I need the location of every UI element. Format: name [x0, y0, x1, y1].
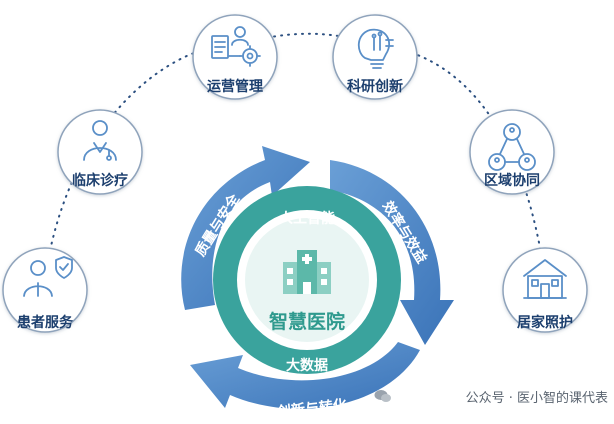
house-icon [523, 259, 567, 299]
cycle-arrow-left [181, 146, 310, 310]
inner-ring [213, 186, 401, 374]
node-circle-region [469, 109, 555, 195]
node-label-home: 居家照护 [517, 315, 573, 331]
hospital-icon [283, 250, 331, 294]
node-circle-research [332, 14, 418, 100]
node-circle-patient [2, 247, 88, 333]
node-label-research: 科研创新 [347, 79, 403, 95]
dotted-connector [44, 32, 546, 279]
cycle-arrow-right [330, 160, 454, 345]
cycle-arrow-bottom [190, 342, 420, 409]
node-circle-home [502, 247, 588, 333]
ring-label-bottom: 大数据 [286, 358, 328, 374]
network-people-icon [488, 123, 536, 171]
cycle-arrows [181, 146, 454, 409]
node-label-patient: 患者服务 [17, 315, 73, 331]
doctor-icon [83, 120, 117, 161]
node-label-clinic: 临床诊疗 [72, 173, 128, 189]
ring-label-top: 人工智能 [279, 211, 335, 227]
management-gear-icon [211, 26, 261, 67]
patient-shield-icon [23, 256, 73, 297]
wechat-icon [374, 390, 391, 402]
node-label-ops: 运营管理 [207, 79, 263, 95]
watermark-text: 公众号 · 医小智的课代表 [465, 391, 608, 406]
node-label-region: 区域协同 [484, 173, 540, 189]
center-title: 智慧医院 [268, 311, 345, 333]
lightbulb-circuit-icon [357, 28, 394, 69]
